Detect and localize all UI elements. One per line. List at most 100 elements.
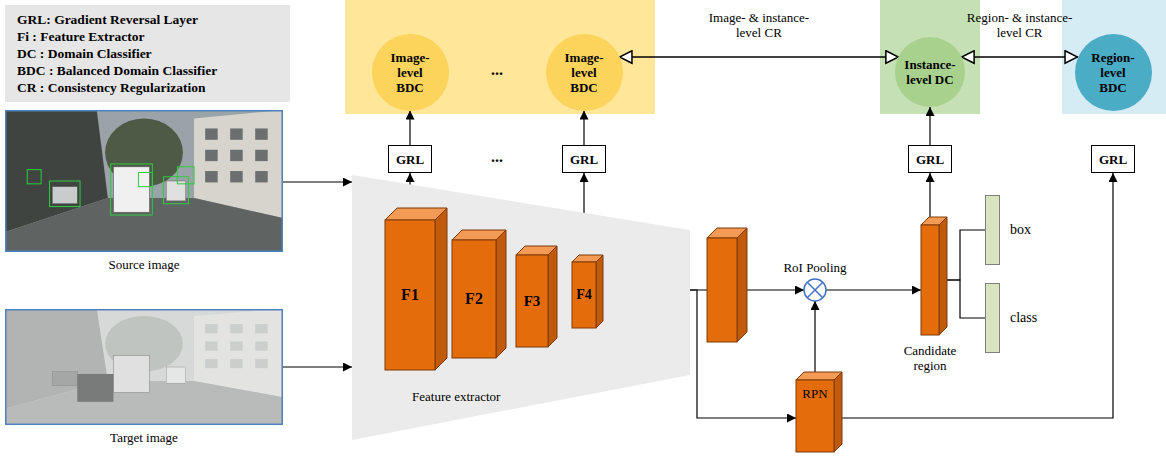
- connector: [826, 289, 921, 290]
- ellipsis-box: ...: [491, 148, 503, 166]
- window: [205, 128, 218, 139]
- grl-box: GRL: [388, 145, 432, 173]
- street-image: [5, 309, 283, 425]
- ellipsis: ...: [491, 61, 503, 79]
- feature-extractor-region: Feature extractor F1 F2 F3 F4: [352, 175, 690, 440]
- ellipsis-box: ...: [491, 61, 503, 79]
- classifier-circle: Region-level BDC: [1075, 34, 1152, 111]
- connector: [834, 173, 1113, 418]
- block-side: [939, 217, 947, 335]
- grl-label: GRL: [1099, 152, 1127, 167]
- bounding-box: [163, 177, 188, 204]
- feature-block: F3: [516, 255, 548, 347]
- abbreviation-text: DC : Domain Classifier: [17, 45, 278, 62]
- classifier-circle: Image-level BDC: [372, 34, 449, 111]
- extractor-label: Feature extractor: [412, 389, 500, 404]
- output-bar: [985, 195, 1000, 265]
- fog: [5, 309, 283, 425]
- classifier-name: Image-level BDC: [557, 50, 611, 95]
- bounding-box: [27, 170, 41, 184]
- window: [255, 128, 268, 139]
- window: [230, 150, 243, 161]
- roi-symbol: [803, 278, 827, 302]
- sky: [5, 110, 283, 252]
- connector: [814, 301, 815, 380]
- grl-label: GRL: [396, 152, 424, 167]
- window: [230, 171, 243, 182]
- output-head: class: [985, 283, 1037, 353]
- block-label: F2: [465, 290, 483, 308]
- block-shape: [921, 225, 939, 335]
- consistency-label: Image- & instance-level CR: [703, 10, 815, 40]
- output-head: box: [985, 195, 1031, 265]
- roi-label: RoI Pooling: [783, 260, 846, 275]
- bounding-box: [138, 172, 152, 186]
- block-side: [596, 255, 603, 328]
- window: [205, 171, 218, 182]
- block-side: [834, 372, 842, 452]
- roi-circle: [804, 279, 826, 301]
- abbreviation-text: BDC : Balanced Domain Classifier: [17, 62, 278, 79]
- connector: [962, 56, 1078, 58]
- feature-block: F4: [572, 262, 596, 328]
- grl-box: GRL: [562, 145, 606, 173]
- connector: [583, 111, 584, 146]
- image-panel: Target image: [5, 309, 283, 445]
- output-label: class: [1010, 310, 1037, 326]
- grl-box: GRL: [1091, 145, 1135, 173]
- image-level-band: [345, 0, 655, 114]
- block-front: [385, 220, 435, 370]
- window: [255, 150, 268, 161]
- street-image: [5, 110, 283, 252]
- grl-label: GRL: [570, 152, 598, 167]
- candidate-region: Candidate region: [894, 225, 966, 373]
- block-front: [921, 225, 939, 335]
- block-front: [572, 262, 596, 328]
- abbreviation-text: Fi : Feature Extractor: [17, 28, 278, 45]
- abbreviation-text: GRL: Gradient Reversal Layer: [17, 11, 278, 28]
- block-label: RPN: [802, 386, 827, 401]
- block-front: [452, 240, 496, 358]
- block-label: F4: [576, 287, 592, 303]
- window: [205, 150, 218, 161]
- image-caption: Source image: [108, 257, 179, 272]
- connector: [409, 111, 410, 146]
- block-side: [548, 246, 557, 347]
- roi-pooling: RoI Pooling: [783, 260, 846, 302]
- legend-box: GRL: Gradient Reversal LayerFi : Feature…: [5, 5, 290, 102]
- consistency-label: Region- & instance-level CR: [964, 10, 1076, 40]
- output-bar: [985, 283, 1000, 353]
- connector: [619, 56, 898, 58]
- classifier-circle: Image-level BDC: [546, 34, 623, 111]
- grl-box: GRL: [908, 145, 952, 173]
- region-level-band: [1062, 0, 1166, 114]
- image-caption: Target image: [110, 430, 178, 445]
- classifier-name: Instance-level DC: [903, 57, 957, 87]
- block-label: F1: [401, 286, 419, 304]
- window: [230, 128, 243, 139]
- roi-cross: [808, 283, 823, 298]
- feature-map-front: [707, 238, 737, 342]
- car: [52, 187, 77, 204]
- connector: [283, 181, 352, 182]
- sky: [5, 309, 283, 425]
- bounding-box: [111, 164, 153, 215]
- extractor-trapezoid: [352, 175, 690, 440]
- candidate-block: [921, 225, 939, 335]
- output-label: box: [1010, 222, 1031, 238]
- feature-block: F1: [385, 220, 435, 370]
- image-border: [6, 111, 283, 252]
- block-label: F3: [524, 293, 541, 310]
- block-front: [796, 380, 834, 452]
- feature-map-side: [737, 228, 747, 342]
- grl-label: GRL: [916, 152, 944, 167]
- abbreviation-text: CR : Consistency Regularization: [17, 79, 278, 96]
- ellipsis: ...: [491, 148, 503, 166]
- connector: [929, 107, 930, 145]
- van: [113, 167, 149, 212]
- block-side: [496, 230, 506, 358]
- image-panel: Source image: [5, 110, 283, 272]
- block-side: [435, 208, 447, 370]
- image-border: [6, 310, 283, 425]
- bounding-box: [49, 181, 80, 207]
